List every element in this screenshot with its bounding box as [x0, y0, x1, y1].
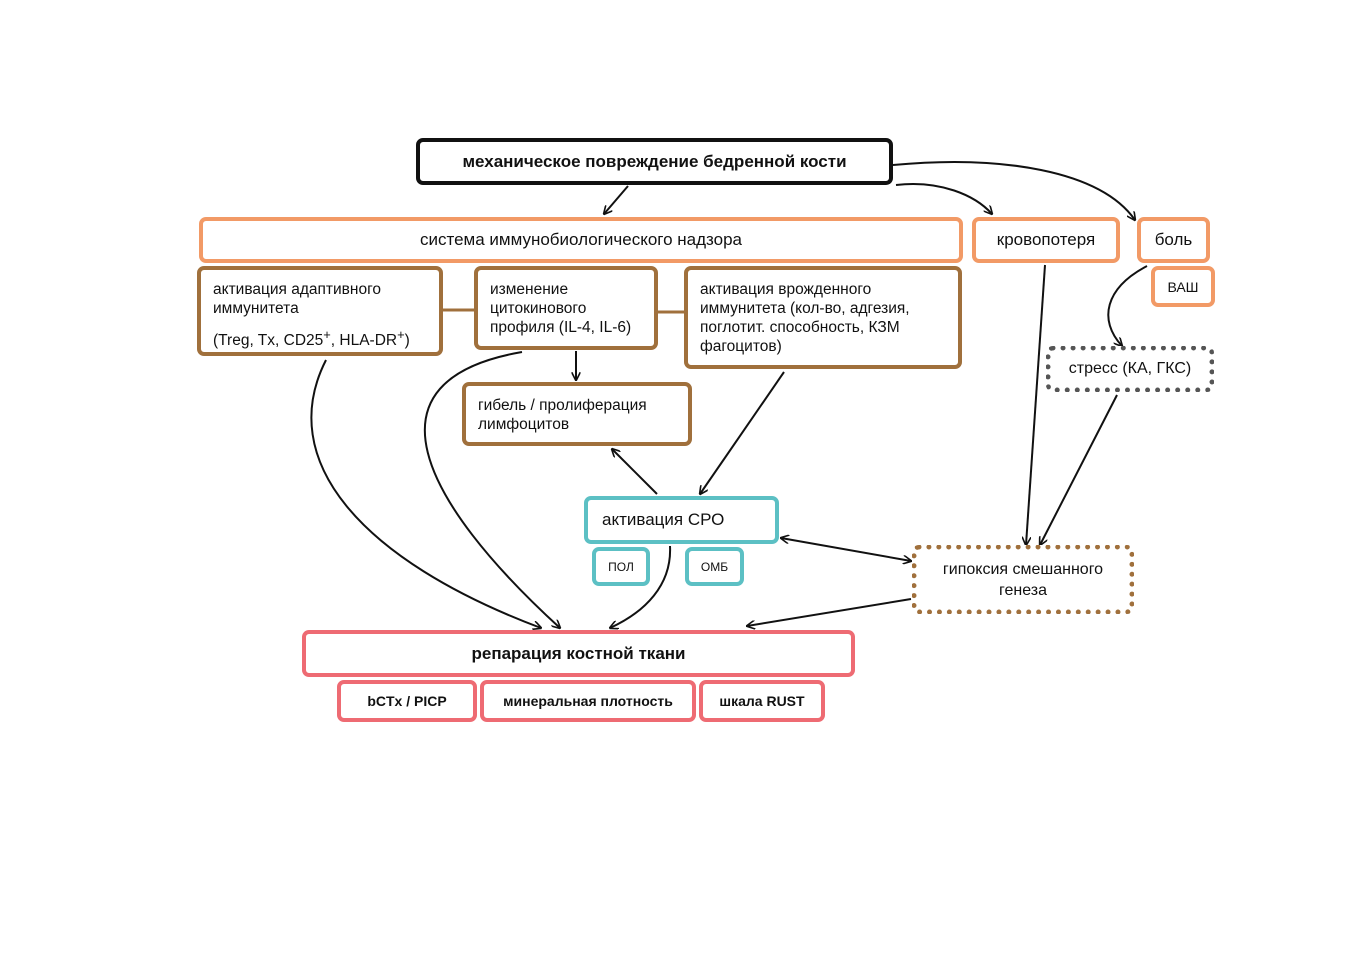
adaptive-immunity-title: активация адаптивного иммунитета [213, 281, 382, 317]
lymphocyte-box: гибель / пролиферация лимфоцитов [462, 382, 692, 446]
stress-box: стресс (КА, ГКС) [1046, 346, 1214, 392]
innate-immunity-label: активация врожденного иммунитета (кол-во… [700, 281, 910, 355]
arrow-sro-lymph [612, 449, 658, 495]
blood-loss-label: кровопотеря [996, 230, 1096, 249]
sro-activation-label: активация СРО [602, 510, 725, 529]
stress-label: стресс (КА, ГКС) [1068, 360, 1192, 377]
arrow-cytokine-repair [423, 351, 560, 628]
cytokine-profile-label: изменение цитокинового профиля (IL-4, IL… [490, 281, 632, 336]
arrow-hypoxia-repair [747, 598, 912, 626]
adaptive-markers-text2: , HLA-DR [330, 332, 398, 350]
adaptive-sup2: + [397, 327, 405, 342]
mineral-density-label: минеральная плотность [503, 693, 673, 709]
arrow-pain-stress [1107, 265, 1148, 346]
adaptive-immunity-markers: (Treg, Tx, CD25+, HLA-DR+) [213, 325, 427, 350]
bctx-picp-label: bCTx / PICP [367, 693, 447, 709]
arrow-adaptive-repair [310, 359, 541, 628]
blood-loss-box: кровопотеря [972, 217, 1120, 263]
trauma-box: механическое повреждение бедренной кости [416, 138, 893, 185]
immune-surveillance-box: система иммунобиологического надзора [199, 217, 963, 263]
hypoxia-box: гипоксия смешанного генеза [912, 545, 1134, 614]
adaptive-markers-text1: (Treg, Tx, CD25 [213, 332, 324, 350]
omb-box: ОМБ [685, 547, 744, 586]
arrow-innate-sro [700, 371, 785, 494]
lymphocyte-label: гибель / пролиферация лимфоцитов [478, 397, 647, 433]
mineral-density-box: минеральная плотность [480, 680, 696, 722]
arrow-sro-repair [610, 545, 672, 628]
adaptive-sup1: + [323, 327, 331, 342]
immune-surveillance-label: система иммунобиологического надзора [419, 230, 743, 249]
pol-label: ПОЛ [608, 559, 634, 574]
rust-scale-box: шкала RUST [699, 680, 825, 722]
pain-label: боль [1154, 230, 1193, 249]
arrow-bloodloss-hypoxia [1026, 264, 1046, 545]
adaptive-markers-text3: ) [404, 332, 410, 350]
cytokine-profile-box: изменение цитокинового профиля (IL-4, IL… [474, 266, 658, 350]
hypoxia-label: гипоксия смешанного генеза [942, 560, 1104, 599]
sro-activation-box: активация СРО [584, 496, 779, 544]
pol-box: ПОЛ [592, 547, 650, 586]
arrow-trauma-immune [604, 185, 629, 214]
arrow-sro-hypoxia [781, 538, 911, 561]
omb-label: ОМБ [700, 559, 729, 574]
innate-immunity-box: активация врожденного иммунитета (кол-во… [684, 266, 962, 369]
vas-box: ВАШ [1151, 266, 1215, 307]
vas-label: ВАШ [1167, 278, 1199, 295]
bctx-picp-box: bCTx / PICP [337, 680, 477, 722]
pain-box: боль [1137, 217, 1210, 263]
rust-scale-label: шкала RUST [719, 693, 805, 709]
arrow-stress-hypoxia [1040, 394, 1118, 545]
arrow-trauma-bloodloss [895, 183, 992, 214]
trauma-label: механическое повреждение бедренной кости [462, 151, 847, 171]
adaptive-immunity-box: активация адаптивного иммунитета (Treg, … [197, 266, 443, 356]
arrow-trauma-pain [892, 161, 1135, 220]
bone-repair-label: репарация костной ткани [471, 643, 686, 663]
bone-repair-box: репарация костной ткани [302, 630, 855, 677]
